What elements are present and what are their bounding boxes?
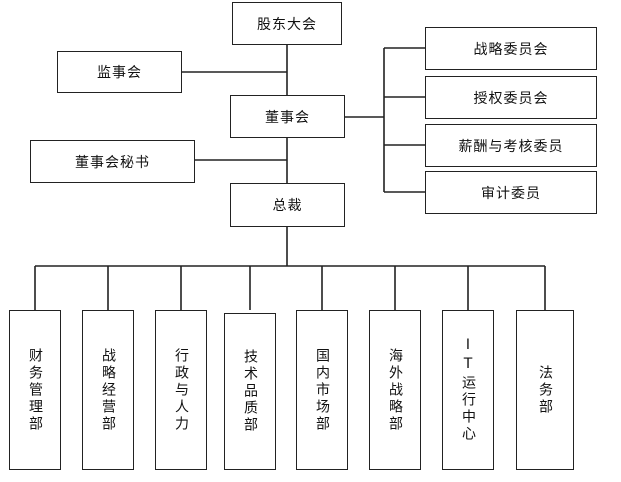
department-domestic-market-label: 国内市场部 <box>314 347 330 433</box>
department-legal-box: 法务部 <box>516 310 574 470</box>
department-admin-hr-box: 行政与人力 <box>155 310 207 470</box>
department-overseas-strategy-box: 海外战略部 <box>369 310 421 470</box>
shareholders-meeting-label: 股东大会 <box>257 16 317 33</box>
department-tech-quality-label: 技术品质部 <box>242 349 258 434</box>
department-strategy-ops-label: 战略经营部 <box>100 347 116 433</box>
board-of-directors-label: 董事会 <box>265 109 310 126</box>
strategy-committee-label: 战略委员会 <box>473 41 549 58</box>
president-box: 总裁 <box>230 183 345 227</box>
shareholders-meeting-box: 股东大会 <box>232 2 342 45</box>
department-admin-hr-label: 行政与人力 <box>173 347 189 433</box>
department-strategy-ops-box: 战略经营部 <box>82 310 134 470</box>
board-secretary-label: 董事会秘书 <box>75 154 150 171</box>
department-finance-label: 财务管理部 <box>27 347 43 433</box>
supervisory-board-label: 监事会 <box>97 65 142 81</box>
department-legal-label: 法务部 <box>537 364 553 416</box>
compensation-committee-box: 薪酬与考核委员 <box>425 124 597 167</box>
department-tech-quality-box: 技术品质部 <box>224 313 276 470</box>
supervisory-board-box: 监事会 <box>57 51 182 93</box>
compensation-committee-label: 薪酬与考核委员 <box>458 138 564 155</box>
board-of-directors-box: 董事会 <box>230 95 345 138</box>
department-domestic-market-box: 国内市场部 <box>296 310 348 470</box>
audit-committee-label: 审计委员 <box>481 185 541 202</box>
authorization-committee-label: 授权委员会 <box>473 90 549 107</box>
department-overseas-strategy-label: 海外战略部 <box>387 347 403 433</box>
strategy-committee-box: 战略委员会 <box>425 27 597 70</box>
audit-committee-box: 审计委员 <box>425 171 597 214</box>
department-finance-box: 财务管理部 <box>9 310 61 470</box>
department-it-center-box: IT运行中心 <box>442 310 494 470</box>
department-it-center-label: IT运行中心 <box>460 337 476 443</box>
board-secretary-box: 董事会秘书 <box>30 140 195 183</box>
president-label: 总裁 <box>272 198 303 214</box>
authorization-committee-box: 授权委员会 <box>425 76 597 119</box>
